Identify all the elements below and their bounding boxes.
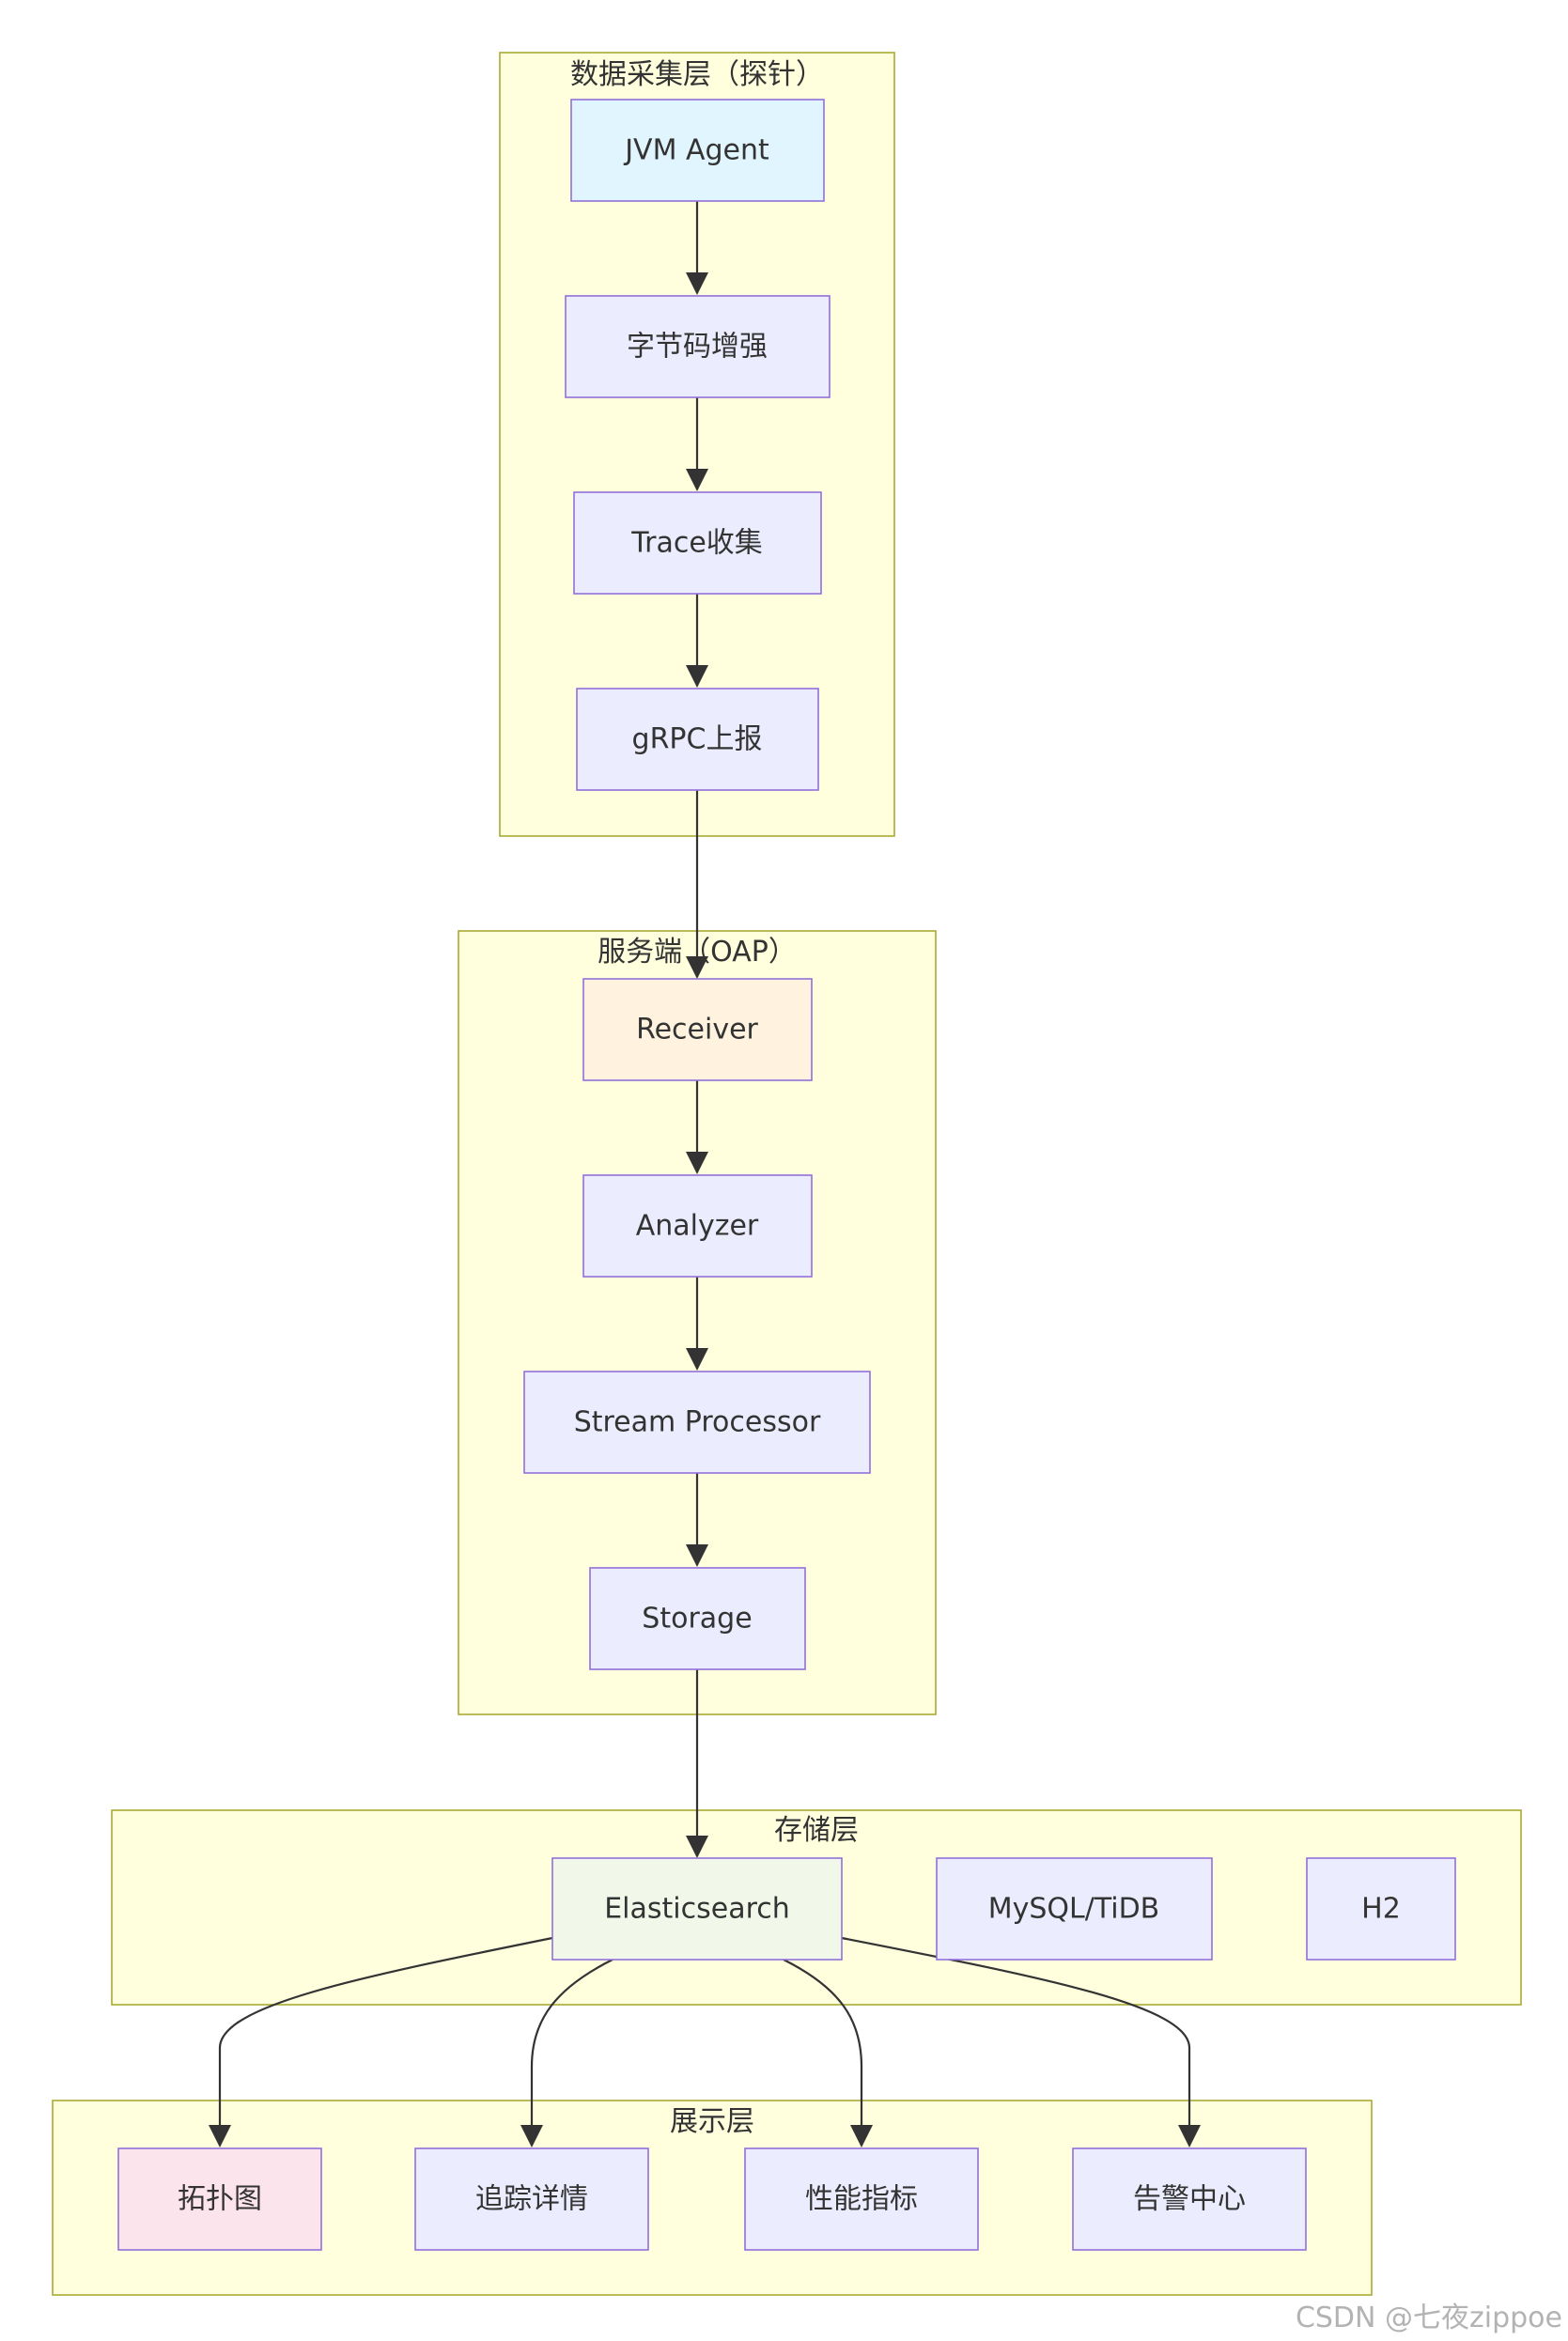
node-grpc-report[interactable]: gRPC上报 [576,688,819,791]
node-storage[interactable]: Storage [589,1567,806,1670]
node-label: Elasticsearch [604,1893,790,1926]
node-receiver[interactable]: Receiver [582,978,813,1081]
cluster-title-storage: 存储层 [774,1814,859,1847]
node-label: Storage [642,1603,752,1636]
csdn-watermark: CSDN @七夜zippoe [1295,2302,1562,2334]
node-label: MySQL/TiDB [988,1893,1160,1926]
edge-es-to-metrics [783,1959,874,2148]
node-label: 拓扑图 [178,2183,262,2216]
edge-es-to-alarm [841,1936,1202,2148]
node-bytecode-enhancement[interactable]: 字节码增强 [565,295,831,398]
node-topology[interactable]: 拓扑图 [117,2147,322,2251]
node-metrics[interactable]: 性能指标 [744,2147,979,2251]
node-label: Receiver [636,1014,758,1046]
node-alarm-center[interactable]: 告警中心 [1072,2147,1307,2251]
node-label: gRPC上报 [632,723,763,756]
edge-es-to-trace-detail [520,1959,613,2148]
node-label: H2 [1361,1893,1401,1926]
node-label: JVM Agent [623,134,769,167]
node-trace-collect[interactable]: Trace收集 [573,491,822,595]
node-h2[interactable]: H2 [1306,1857,1456,1961]
node-jvm-agent[interactable]: JVM Agent [570,99,825,202]
node-label: 性能指标 [805,2183,918,2216]
node-label: Stream Processor [574,1406,821,1439]
node-stream-processor[interactable]: Stream Processor [523,1371,871,1474]
node-mysql-tidb[interactable]: MySQL/TiDB [936,1857,1213,1961]
cluster-title-display: 展示层 [670,2105,754,2138]
node-label: Trace收集 [630,527,763,560]
node-label: 告警中心 [1133,2183,1246,2216]
node-trace-detail[interactable]: 追踪详情 [414,2147,649,2251]
node-analyzer[interactable]: Analyzer [582,1174,813,1278]
edge-es-to-topology [208,1936,553,2148]
node-label: 字节码增强 [627,331,768,364]
edges [208,201,1202,2148]
node-elasticsearch[interactable]: Elasticsearch [551,1857,843,1961]
node-label: Analyzer [636,1210,759,1243]
node-label: 追踪详情 [475,2183,588,2216]
cluster-title-collect: 数据采集层（探针） [570,58,824,91]
